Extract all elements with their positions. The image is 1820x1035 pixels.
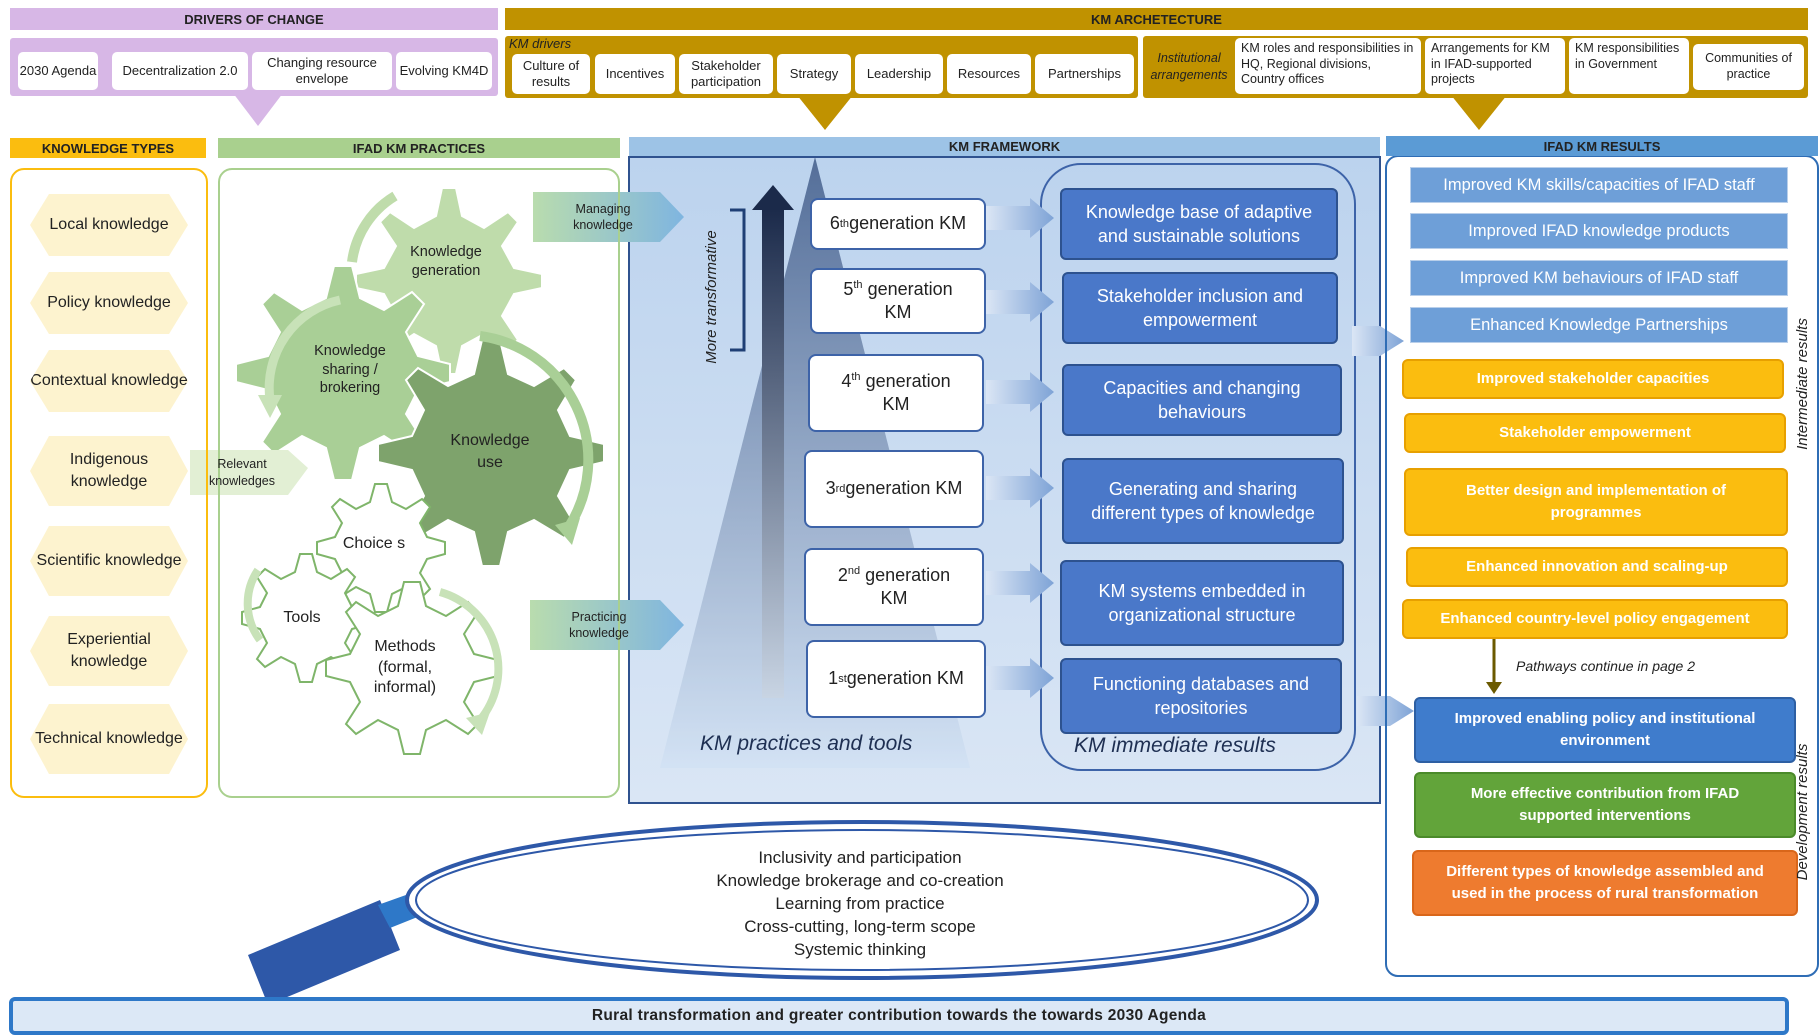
results-panel — [1040, 163, 1356, 771]
knowledge-type-item: Technical knowledge — [30, 704, 188, 774]
institutional-label: Institutional arrangements — [1150, 51, 1228, 82]
knowledge-types-header: KNOWLEDGE TYPES — [10, 138, 206, 158]
km-results-caption: KM immediate results — [1074, 734, 1276, 757]
intermediate-result-yellow: Improved stakeholder capacities — [1402, 359, 1784, 399]
generation-box-4: 4th generation KM — [808, 354, 984, 432]
driver-item: Decentralization 2.0 — [112, 52, 248, 90]
managing-knowledge-label: Managing knowledge — [573, 201, 633, 232]
institutional-item: KM responsibilities in Government — [1569, 38, 1689, 94]
gear-label-sharing: Knowledge sharing / brokering — [314, 342, 386, 397]
km-result-box: Capacities and changing behaviours — [1062, 364, 1342, 436]
lens-principle: Inclusivity and participation — [758, 848, 962, 867]
ifad-km-results-header: IFAD KM RESULTS — [1386, 136, 1818, 156]
km-driver-item: Incentives — [595, 54, 675, 94]
intermediate-result-yellow: Better design and implementation of prog… — [1404, 468, 1788, 536]
knowledge-type-item: Scientific knowledge — [30, 526, 188, 596]
km-architecture-header: KM ARCHETECTURE — [505, 8, 1808, 30]
gear-label-methods: Methods (formal, informal) — [373, 637, 437, 697]
km-practices-header: IFAD KM PRACTICES — [218, 138, 620, 158]
footer-text: Rural transformation and greater contrib… — [591, 1007, 1207, 1024]
driver-item: 2030 Agenda — [18, 52, 98, 90]
intermediate-results-label: Intermediate results — [1793, 318, 1811, 450]
km-driver-item: Resources — [947, 54, 1031, 94]
institutional-item: Arrangements for KM in IFAD-supported pr… — [1425, 38, 1565, 94]
institutional-item: Communities of practice — [1693, 44, 1804, 90]
development-result-item: Different types of knowledge assembled a… — [1412, 850, 1798, 916]
more-transformative-label: More transformative — [702, 230, 720, 364]
knowledge-type-item: Contextual knowledge — [30, 350, 188, 412]
km-driver-item: Culture of results — [512, 54, 590, 94]
gear-label-tools: Tools — [283, 609, 321, 626]
pathways-arrow — [1486, 682, 1502, 694]
km-practices-panel — [218, 168, 620, 798]
pathways-note: Pathways continue in page 2 — [1516, 658, 1696, 674]
drivers-of-change-panel: 2030 Agenda Decentralization 2.0 Changin… — [10, 38, 498, 96]
driver-item: Evolving KM4D — [396, 52, 492, 90]
development-result-item: Improved enabling policy and institution… — [1414, 697, 1796, 763]
gear-label-choices: Choice s — [342, 535, 406, 553]
km-drivers-label: KM drivers — [509, 36, 572, 51]
knowledge-type-item: Indigenous knowledge — [30, 436, 188, 506]
driver-item: Changing resource envelope — [252, 52, 392, 90]
gear-label-use: Knowledge use — [450, 432, 530, 471]
knowledge-types-panel: Local knowledge Policy knowledge Context… — [10, 168, 208, 798]
km-drivers-panel: KM drivers Culture of results Incentives… — [505, 36, 1138, 98]
drivers-down-arrow — [233, 93, 283, 126]
practicing-arrow — [530, 600, 684, 650]
practicing-knowledge-label: Practicing knowledge — [569, 609, 629, 640]
lens-principle: Cross-cutting, long-term scope — [744, 917, 976, 936]
km-result-box: Generating and sharing different types o… — [1062, 458, 1344, 544]
transformative-bracket — [730, 208, 746, 352]
intermediate-result-blue: Improved KM behaviours of IFAD staff — [1410, 260, 1788, 296]
km-driver-item: Partnerships — [1035, 54, 1134, 94]
knowledge-type-item: Policy knowledge — [30, 272, 188, 334]
institutional-down-arrow — [1451, 95, 1507, 130]
intermediate-result-blue: Improved KM skills/capacities of IFAD st… — [1410, 167, 1788, 203]
footer-banner — [9, 997, 1789, 1035]
gear-label-generation: Knowledge generation — [410, 244, 482, 279]
to-intermediate-arrow — [1352, 326, 1404, 356]
km-result-box: KM systems embedded in organizational st… — [1060, 560, 1344, 646]
gear-group — [235, 187, 605, 755]
intermediate-result-yellow: Enhanced innovation and scaling-up — [1406, 547, 1788, 587]
development-result-item: More effective contribution from IFAD su… — [1414, 772, 1796, 838]
km-result-box: Knowledge base of adaptive and sustainab… — [1060, 188, 1338, 260]
institutional-panel: Institutional arrangements KM roles and … — [1143, 36, 1808, 98]
intermediate-result-yellow: Enhanced country-level policy engagement — [1402, 599, 1788, 639]
lens-principles-list: Inclusivity and participation Knowledge … — [560, 846, 1160, 964]
km-driver-item: Strategy — [777, 54, 851, 94]
intermediate-result-blue: Improved IFAD knowledge products — [1410, 213, 1788, 249]
km-driver-item: Leadership — [855, 54, 943, 94]
development-results-label: Development results — [1793, 743, 1811, 881]
knowledge-type-item: Experiential knowledge — [30, 616, 188, 686]
intermediate-result-yellow: Stakeholder empowerment — [1404, 413, 1786, 453]
relevant-knowledges-label: Relevant knowledges — [208, 457, 275, 488]
results-column-frame — [1385, 155, 1819, 977]
lens-principle: Learning from practice — [775, 894, 945, 913]
transformative-bar — [762, 208, 784, 698]
km-drivers-down-arrow — [797, 95, 853, 130]
generation-box-5: 5th generation KM — [810, 268, 986, 334]
km-result-box: Stakeholder inclusion and empowerment — [1062, 272, 1338, 344]
lens-principle: Knowledge brokerage and co-creation — [716, 871, 1004, 890]
knowledge-type-item: Local knowledge — [30, 194, 188, 256]
km-framework-header: KM FRAMEWORK — [629, 137, 1380, 156]
intermediate-result-blue: Enhanced Knowledge Partnerships — [1410, 307, 1788, 343]
managing-arrow — [533, 192, 684, 242]
gen-result-arrows — [986, 198, 1054, 698]
institutional-item: KM roles and responsibilities in HQ, Reg… — [1235, 38, 1421, 94]
km-practices-caption: KM practices and tools — [700, 732, 913, 755]
generation-box-2: 2nd generation KM — [804, 548, 984, 626]
lens-principle: Systemic thinking — [793, 940, 927, 959]
magnifier-icon — [248, 820, 1319, 1005]
km-result-box: Functioning databases and repositories — [1060, 658, 1342, 734]
drivers-of-change-header: DRIVERS OF CHANGE — [10, 8, 498, 30]
km-driver-item: Stakeholder participation — [679, 54, 773, 94]
